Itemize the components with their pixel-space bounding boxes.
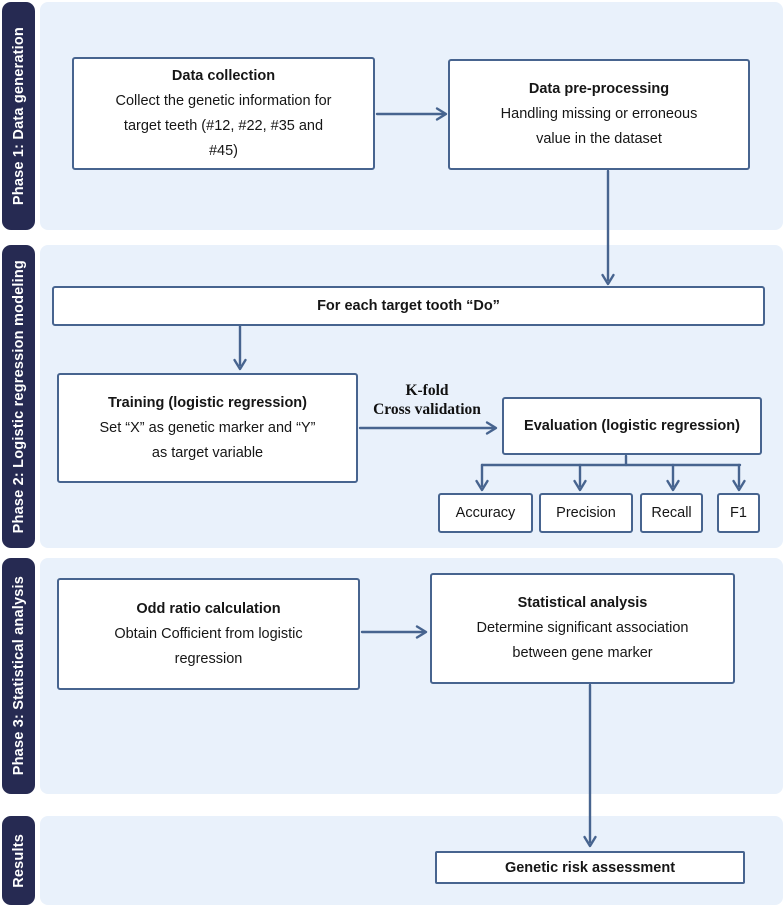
box-training-body: Set “X” as genetic marker and “Y” as tar… <box>99 419 316 461</box>
metric-f1-label: F1 <box>730 505 747 521</box>
phase1-label: Phase 1: Data generation <box>10 26 27 206</box>
phase3-label-bar: Phase 3: Statistical analysis <box>2 558 35 794</box>
box-evaluation-title: Evaluation (logistic regression) <box>524 418 740 434</box>
box-evaluation: Evaluation (logistic regression) <box>502 397 762 455</box>
box-odd-ratio: Odd ratio calculation Obtain Cofficient … <box>57 578 360 690</box>
box-data-preprocessing-title: Data pre-processing <box>528 81 670 97</box>
box-statistical-analysis-body: Determine significant association betwee… <box>476 620 689 661</box>
box-metric-recall: Recall <box>640 493 703 533</box>
box-data-collection-body: Collect the genetic information for targ… <box>115 92 332 159</box>
box-metric-f1: F1 <box>717 493 760 533</box>
box-statistical-analysis-title: Statistical analysis <box>517 595 648 611</box>
box-genetic-risk-title: Genetic risk assessment <box>504 859 676 876</box>
box-statistical-analysis: Statistical analysis Determine significa… <box>430 573 735 684</box>
box-data-collection: Data collection Collect the genetic info… <box>72 57 375 170</box>
box-data-preprocessing-body: Handling missing or erroneous value in t… <box>500 106 698 147</box>
results-label: Results <box>10 833 27 888</box>
metric-recall-label: Recall <box>651 505 692 521</box>
phase3-label: Phase 3: Statistical analysis <box>10 576 27 776</box>
box-data-preprocessing: Data pre-processing Handling missing or … <box>448 59 750 170</box>
box-odd-ratio-title: Odd ratio calculation <box>136 600 281 617</box>
box-metric-accuracy: Accuracy <box>438 493 533 533</box>
phase2-label-bar: Phase 2: Logistic regression modeling <box>2 245 35 548</box>
box-training: Training (logistic regression) Set “X” a… <box>57 373 358 483</box>
box-for-each-tooth: For each target tooth “Do” <box>52 286 765 326</box>
box-odd-ratio-body: Obtain Cofficient from logistic regressi… <box>114 625 303 667</box>
box-training-title: Training (logistic regression) <box>107 394 307 411</box>
box-for-each-tooth-title: For each target tooth “Do” <box>317 298 500 314</box>
box-data-collection-title: Data collection <box>171 67 276 84</box>
box-metric-precision: Precision <box>539 493 633 533</box>
results-label-bar: Results <box>2 816 35 905</box>
metric-precision-label: Precision <box>556 505 616 521</box>
phase1-label-bar: Phase 1: Data generation <box>2 2 35 230</box>
metric-accuracy-label: Accuracy <box>455 505 516 521</box>
phase2-label: Phase 2: Logistic regression modeling <box>10 259 27 534</box>
kfold-cross-validation-label: K-fold Cross validation <box>373 382 481 418</box>
box-genetic-risk: Genetic risk assessment <box>435 851 745 884</box>
